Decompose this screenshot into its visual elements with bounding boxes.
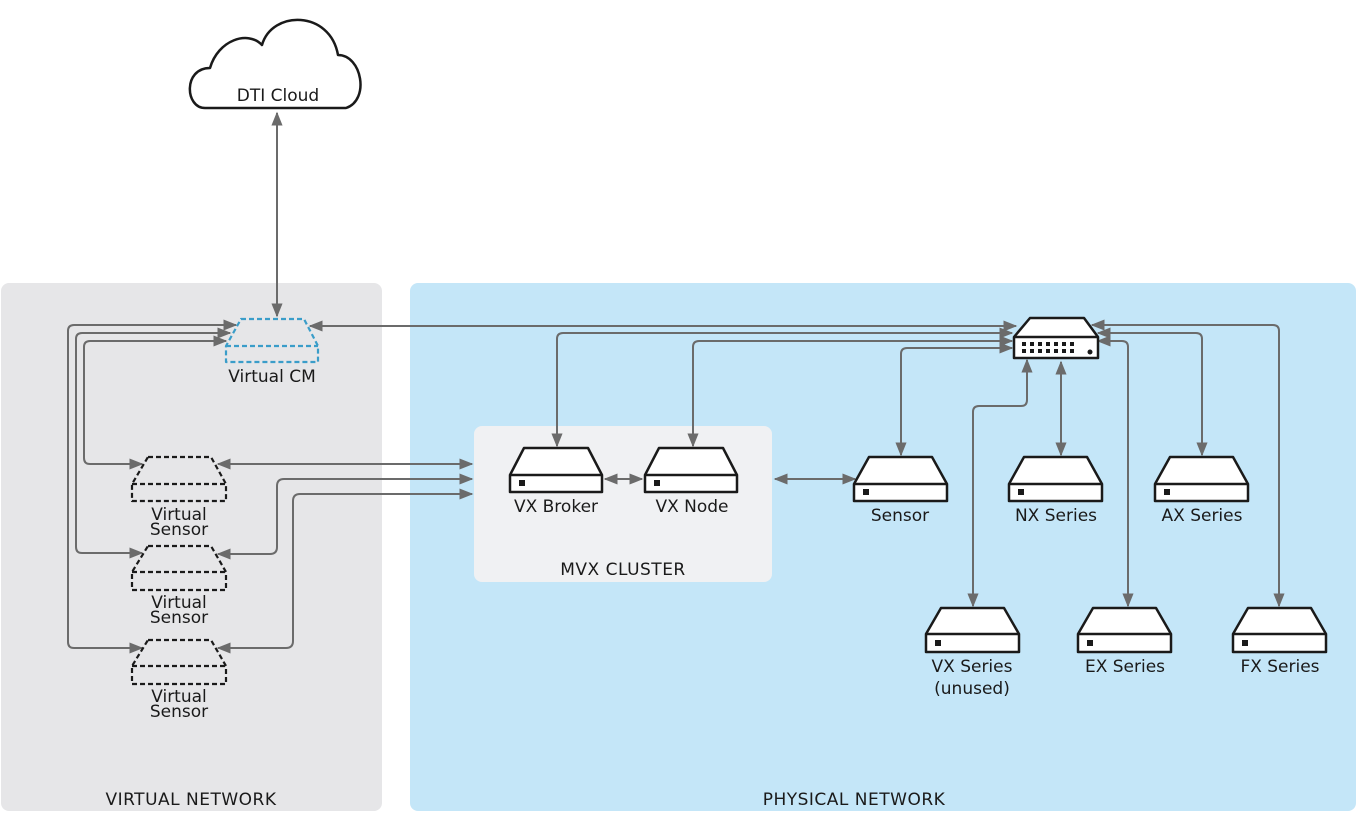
network-switch-icon bbox=[1012, 316, 1100, 360]
vx-node-icon bbox=[643, 446, 739, 494]
virtual-sensor-label-line1: Virtual bbox=[151, 687, 207, 707]
sensor-label: Sensor bbox=[871, 506, 929, 526]
vx-series-label-line1: VX Series bbox=[932, 657, 1013, 677]
vx-series-label-line2: (unused) bbox=[934, 679, 1010, 699]
vx-node-label: VX Node bbox=[655, 497, 728, 517]
virtual-sensor-label-line1: Virtual bbox=[151, 505, 207, 525]
nx-series-label: NX Series bbox=[1015, 506, 1097, 526]
virtual-cm-icon bbox=[224, 317, 320, 364]
connections bbox=[67, 111, 1285, 654]
vx-broker-icon bbox=[508, 446, 604, 494]
virtual-cm-label: Virtual CM bbox=[228, 367, 316, 387]
vx-series-icon bbox=[924, 606, 1021, 654]
virtual-sensor-label-line1: Virtual bbox=[151, 593, 207, 613]
ex-series-label: EX Series bbox=[1085, 657, 1165, 677]
cloud-icon bbox=[188, 18, 362, 110]
virtual-sensor-label-line2: Sensor bbox=[150, 702, 208, 722]
virtual-sensor-label-line2: Sensor bbox=[150, 608, 208, 628]
vx-broker-label: VX Broker bbox=[514, 497, 598, 517]
cloud-label: DTI Cloud bbox=[237, 86, 319, 106]
virtual-sensor-label-line2: Sensor bbox=[150, 520, 208, 540]
mvx-cluster-label: MVX CLUSTER bbox=[560, 560, 686, 580]
nx-series-icon bbox=[1007, 455, 1104, 503]
virtual-network-label: VIRTUAL NETWORK bbox=[105, 790, 276, 810]
ex-series-icon bbox=[1076, 606, 1173, 654]
fx-series-icon bbox=[1231, 606, 1328, 654]
ax-series-icon bbox=[1153, 455, 1250, 503]
fx-series-label: FX Series bbox=[1240, 657, 1319, 677]
sensor-icon bbox=[852, 455, 949, 503]
physical-network-label: PHYSICAL NETWORK bbox=[763, 790, 946, 810]
ax-series-label: AX Series bbox=[1162, 506, 1243, 526]
